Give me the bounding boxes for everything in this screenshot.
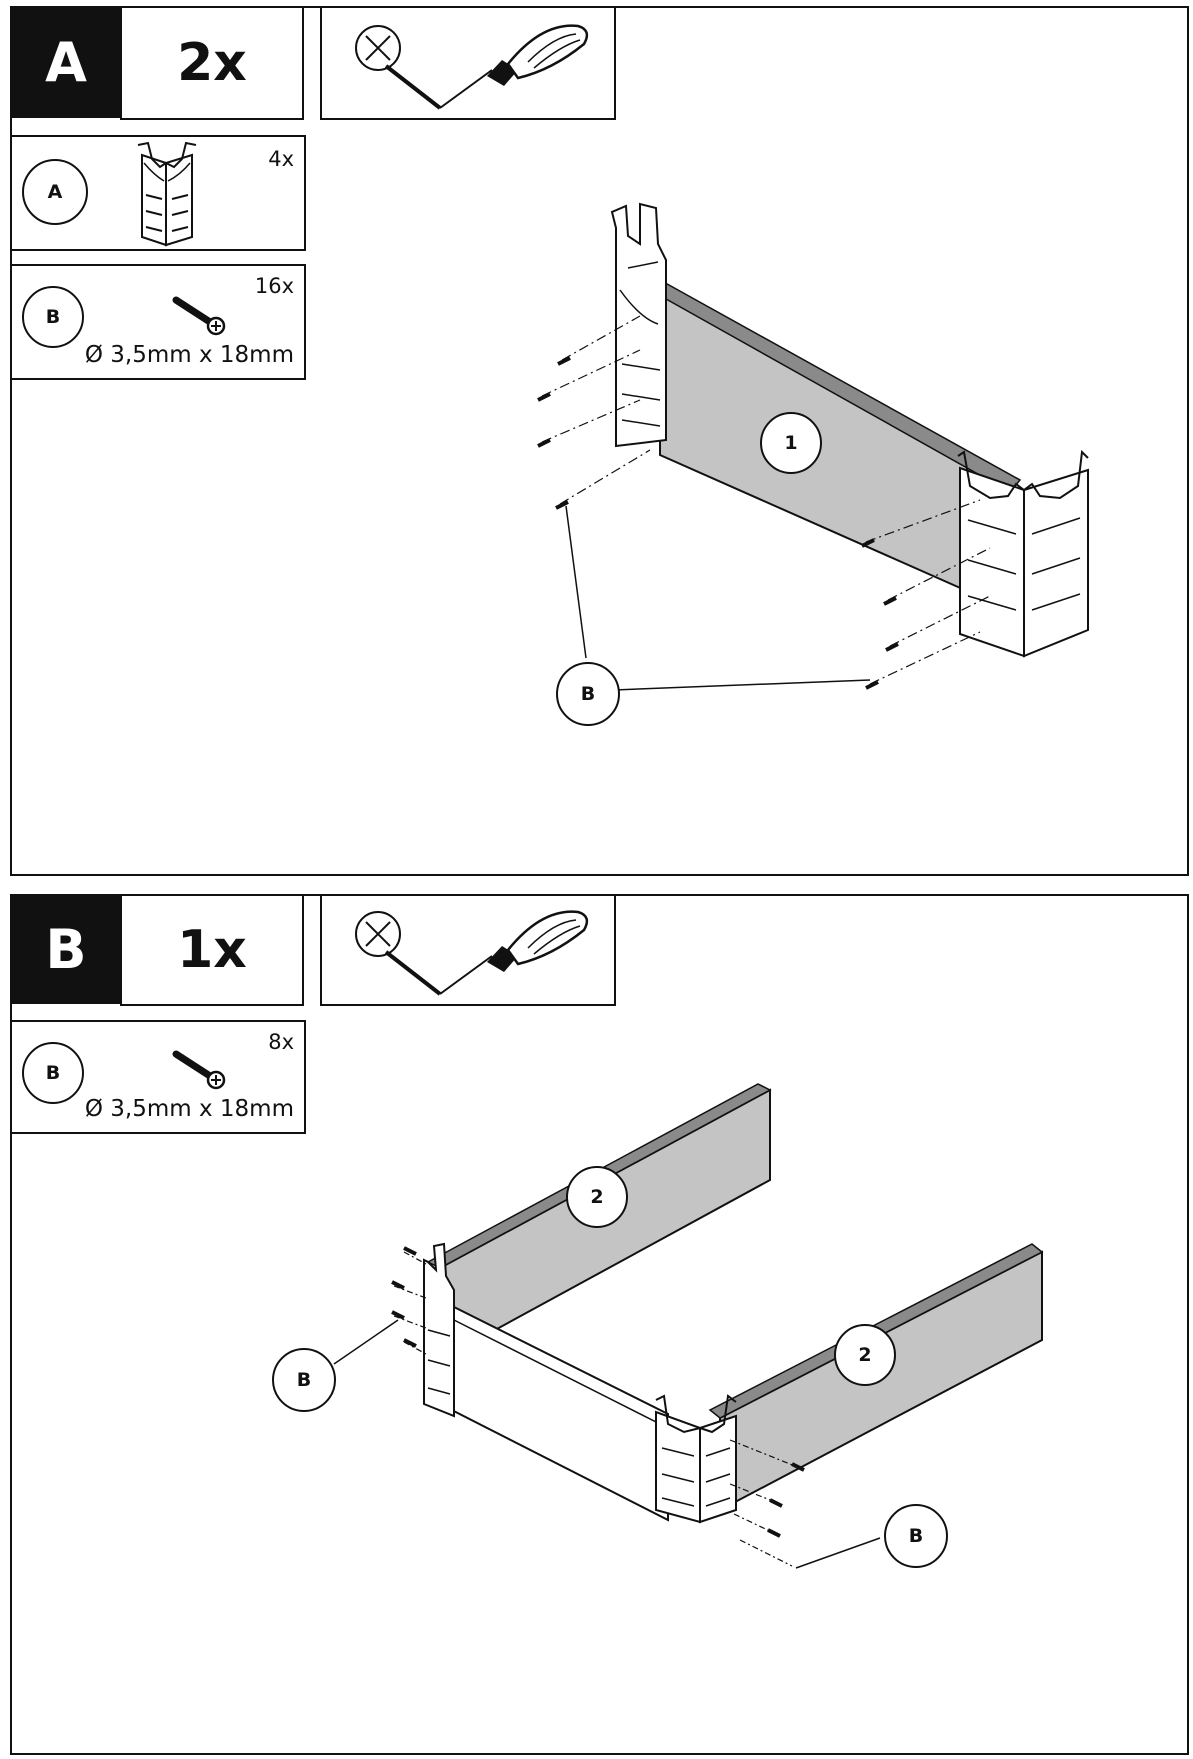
callout-screw-b-step-a: B [556,662,620,726]
left-corner-bracket [610,202,667,448]
step-a-screws-right [861,499,991,690]
screw-spec-step-a: Ø 3,5mm x 18mm [84,342,294,368]
part-label-b: B [22,286,84,348]
part-b-box-step-a: B 16x Ø 3,5mm x 18mm [10,264,306,380]
step-b-tool-box [320,894,616,1006]
step-a-tool-box [320,6,616,120]
step-b-screws-right [729,1439,805,1567]
step-a-quantity: 2x [120,6,304,120]
step-a-letter: A [10,6,122,118]
callout-panel-1: 1 [760,412,822,474]
screwdriver-icon [355,910,589,996]
callout-screw-b-right: B [884,1504,948,1568]
left-corner-bracket-b [423,1242,455,1418]
corner-bracket-icon [137,141,197,247]
part-a-count: 4x [268,147,294,171]
callout-panel-2-left: 2 [566,1166,628,1228]
right-corner-bracket-side [1023,468,1089,658]
step-b-letter: B [10,894,122,1004]
callout-panel-2-right: 2 [834,1324,896,1386]
part-b-count-step-b: 8x [268,1030,294,1054]
screw-icon [172,296,226,336]
part-label-b-step-b: B [22,1042,84,1104]
part-b-box-step-b: B 8x Ø 3,5mm x 18mm [10,1020,306,1134]
callout-screw-b-left: B [272,1348,336,1412]
step-a-assembly-drawing [537,202,1089,691]
step-b-screws-left [391,1246,427,1355]
screwdriver-icon [355,24,589,110]
screw-spec-step-b: Ø 3,5mm x 18mm [84,1096,294,1122]
part-a-box: A 4x [10,135,306,251]
step-b-quantity: 1x [120,894,304,1006]
step-a-screws-left [537,315,651,510]
part-label-a: A [22,159,88,225]
screw-icon [172,1050,226,1090]
part-b-count-step-a: 16x [254,274,294,298]
